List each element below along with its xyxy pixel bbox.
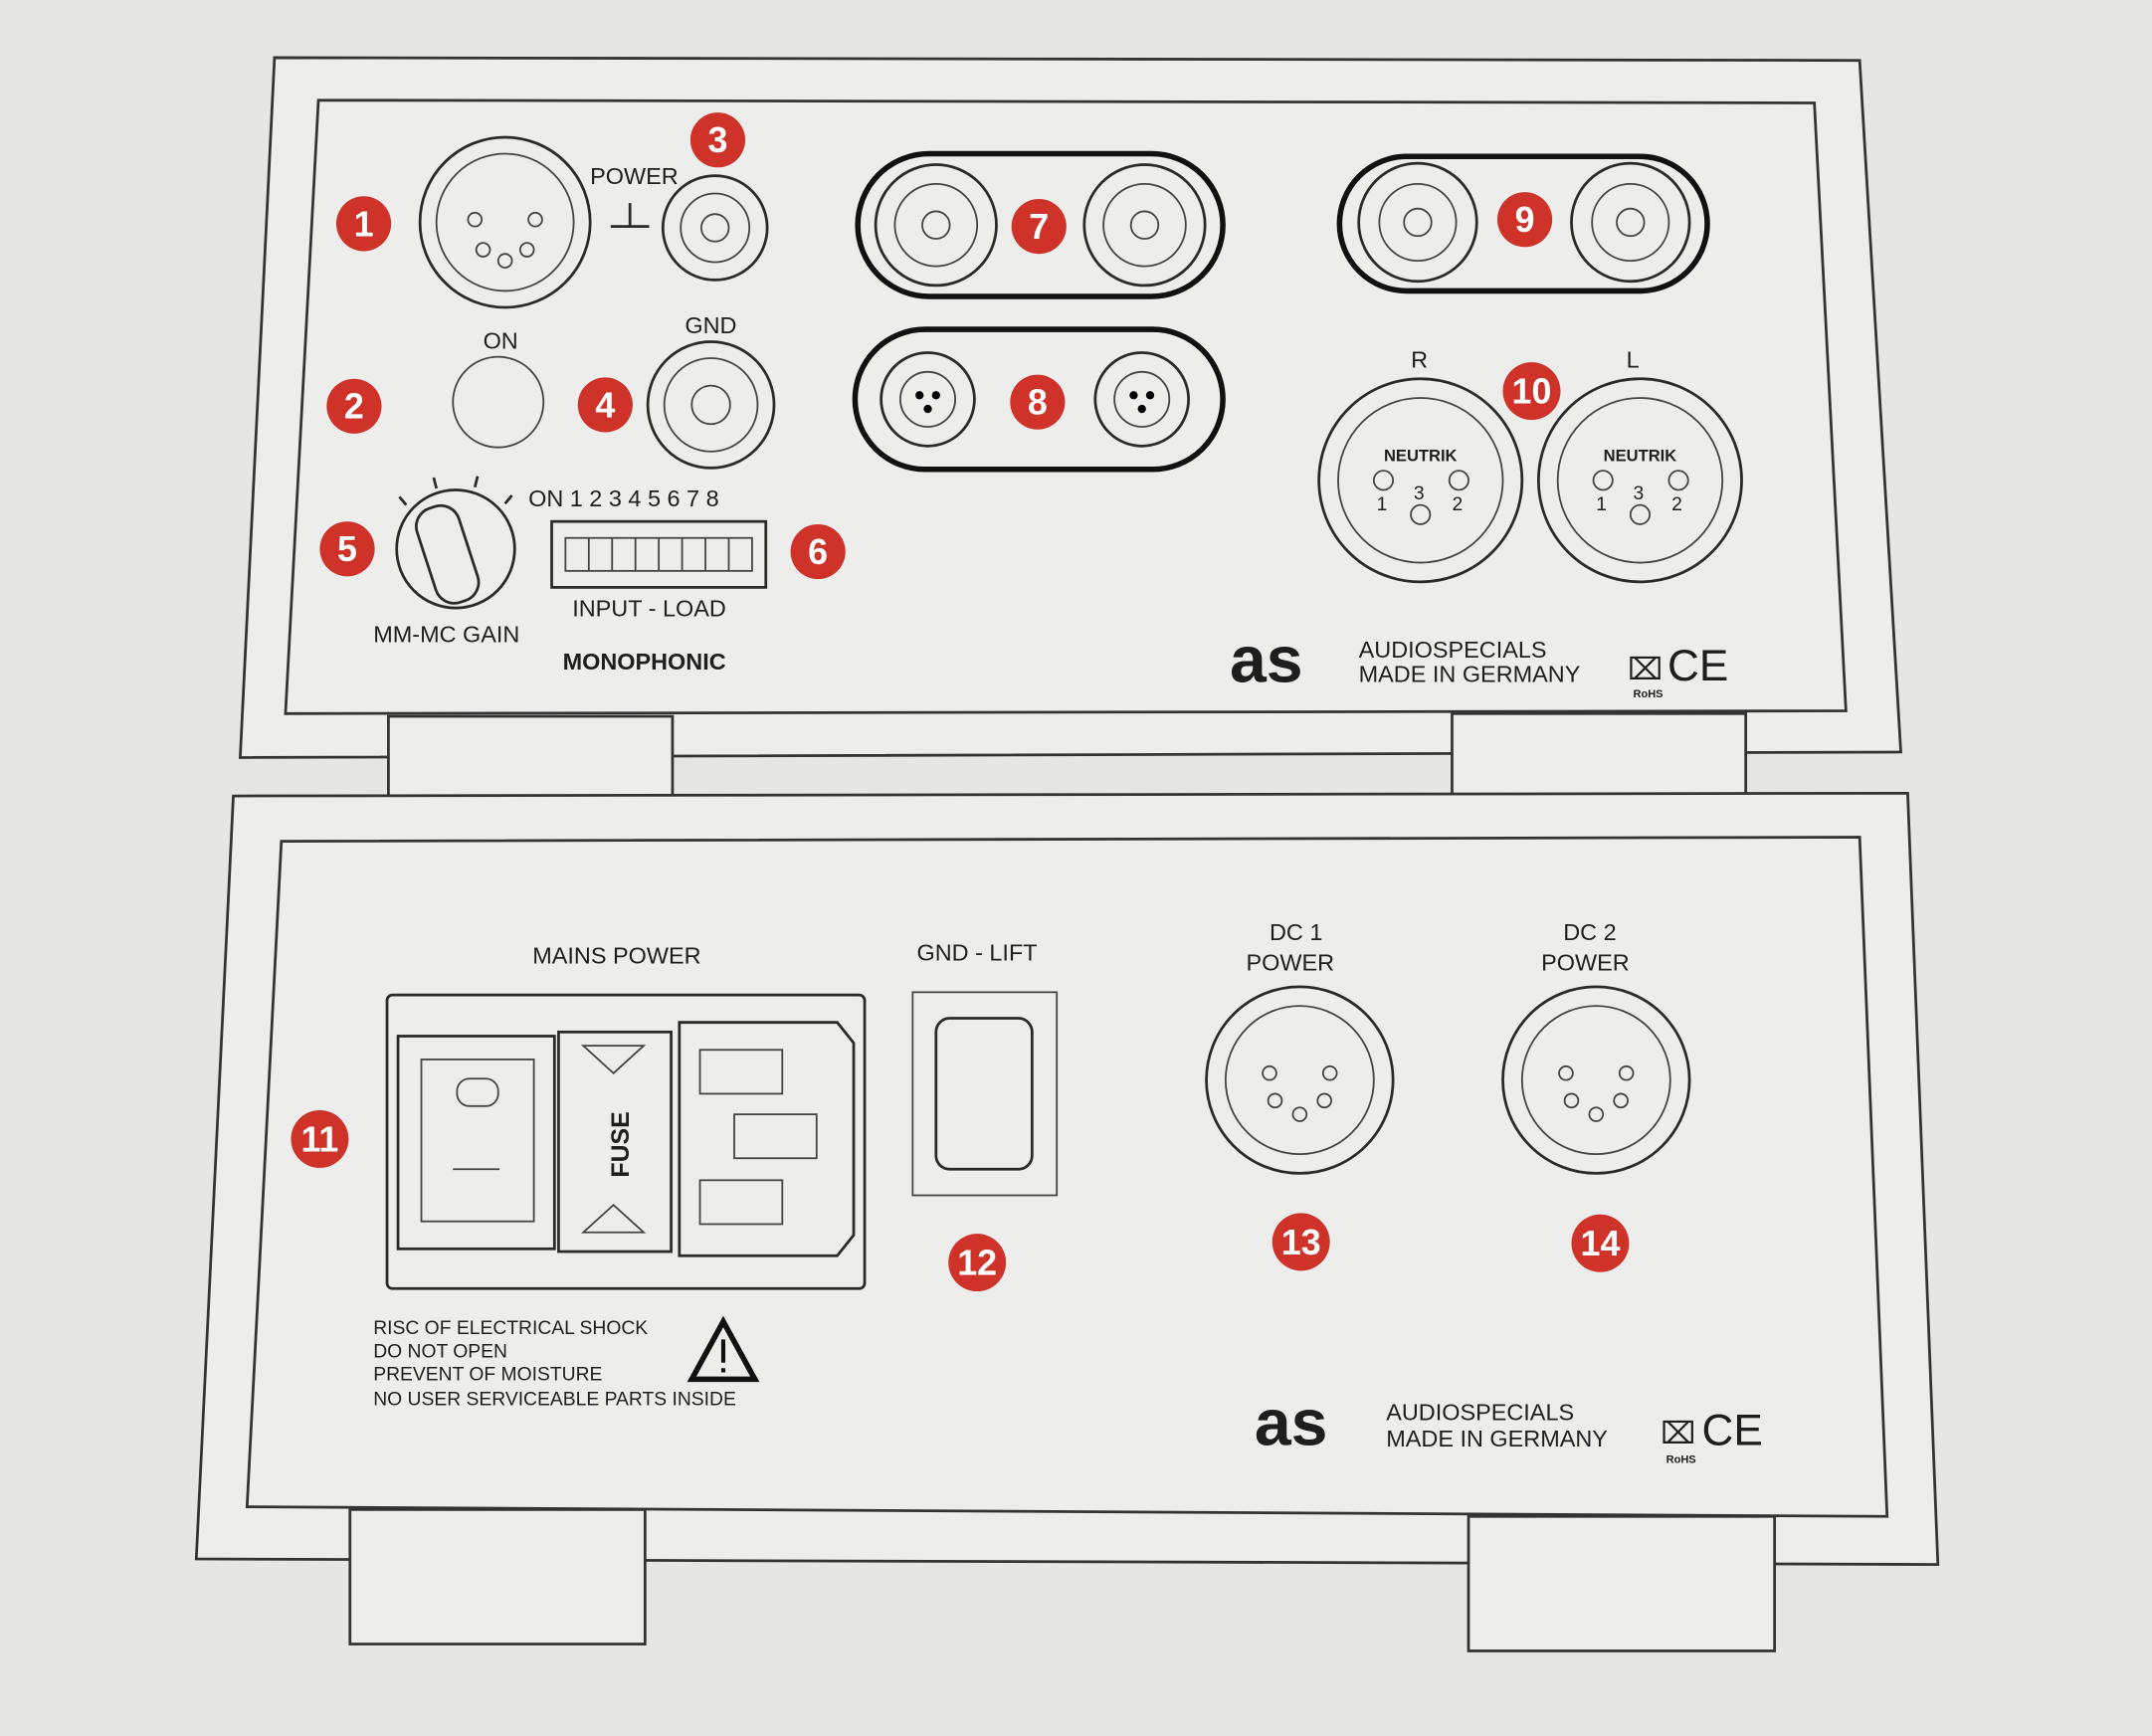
fuse-holder[interactable] — [557, 1030, 673, 1254]
din-power-connector — [418, 135, 592, 309]
dc1-label: DC 1 — [1270, 919, 1322, 945]
svg-text:RoHS: RoHS — [1666, 1453, 1696, 1465]
svg-text:AUDIOSPECIALS: AUDIOSPECIALS — [1386, 1400, 1574, 1426]
as-logo: as — [1230, 624, 1303, 697]
svg-text:DO NOT OPEN: DO NOT OPEN — [373, 1341, 507, 1362]
ground-symbol-icon — [610, 203, 650, 228]
callout-badge-2: 2 — [326, 378, 382, 434]
svg-text:8: 8 — [1028, 383, 1048, 423]
weee-bin-icon: ⌧ — [1661, 1418, 1695, 1450]
weee-bin-icon: ⌧ — [1628, 654, 1663, 686]
on-indicator — [452, 355, 545, 449]
dip-switch[interactable] — [550, 519, 768, 589]
rca-input-pair — [855, 150, 1226, 299]
mains-power-module[interactable]: FUSE — [385, 993, 867, 1290]
power-switch[interactable] — [396, 1035, 556, 1251]
svg-text:5: 5 — [337, 529, 357, 569]
svg-text:1: 1 — [354, 204, 374, 244]
svg-text:9: 9 — [1515, 200, 1535, 240]
callout-badge-6: 6 — [790, 523, 846, 580]
ce-mark: CE — [1667, 642, 1728, 690]
svg-text:10: 10 — [1512, 372, 1552, 412]
warning-triangle-icon — [686, 1315, 760, 1383]
monophonic-label: MONOPHONIC — [563, 649, 726, 675]
svg-text:13: 13 — [1281, 1223, 1321, 1262]
svg-text:6: 6 — [808, 532, 828, 572]
right-label: R — [1411, 347, 1428, 373]
svg-text:MADE IN GERMANY: MADE IN GERMANY — [1359, 662, 1581, 687]
svg-text:PREVENT OF MOISTURE: PREVENT OF MOISTURE — [373, 1365, 602, 1386]
svg-text:3: 3 — [1414, 483, 1425, 504]
svg-text:14: 14 — [1581, 1224, 1621, 1263]
dc1-power-label: POWER — [1247, 949, 1335, 975]
svg-text:1: 1 — [1377, 494, 1388, 515]
left-label: L — [1627, 347, 1640, 373]
callout-badge-10: 10 — [1502, 362, 1561, 421]
power-jack — [661, 174, 769, 282]
callout-badge-11: 11 — [291, 1109, 349, 1168]
svg-text:1: 1 — [1596, 494, 1607, 515]
svg-text:FUSE: FUSE — [608, 1111, 635, 1177]
callout-badge-3: 3 — [689, 112, 746, 168]
on-label: ON — [484, 327, 518, 353]
callout-badge-5: 5 — [319, 521, 375, 577]
brand-block: as AUDIOSPECIALS MADE IN GERMANY ⌧ RoHS … — [1230, 624, 1728, 700]
callout-badge-1: 1 — [335, 196, 392, 252]
svg-text:2: 2 — [344, 387, 364, 427]
gnd-lift-switch[interactable] — [911, 991, 1059, 1197]
iec-inlet[interactable] — [678, 1021, 856, 1257]
power-label: POWER — [590, 163, 679, 189]
svg-text:3: 3 — [707, 120, 727, 160]
svg-text:12: 12 — [957, 1244, 997, 1283]
callout-badge-9: 9 — [1496, 192, 1553, 248]
rca-output-pair — [1336, 153, 1710, 294]
callout-badge-7: 7 — [1011, 199, 1067, 255]
svg-text:NO USER SERVICEABLE PARTS INSI: NO USER SERVICEABLE PARTS INSIDE — [373, 1390, 736, 1411]
dc2-label: DC 2 — [1563, 919, 1616, 945]
dc2-din-connector — [1501, 985, 1691, 1175]
xlr-left-connector: NEUTRIK 1 3 2 — [1536, 377, 1743, 584]
as-logo: as — [1255, 1387, 1328, 1460]
brand-block: as AUDIOSPECIALS MADE IN GERMANY ⌧ RoHS … — [1255, 1387, 1763, 1466]
warning-text: RISC OF ELECTRICAL SHOCK DO NOT OPEN PRE… — [373, 1318, 736, 1411]
dc2-power-label: POWER — [1541, 949, 1630, 975]
svg-text:11: 11 — [300, 1119, 338, 1159]
svg-text:RISC OF ELECTRICAL SHOCK: RISC OF ELECTRICAL SHOCK — [373, 1318, 648, 1339]
svg-text:7: 7 — [1029, 207, 1049, 247]
mains-power-label: MAINS POWER — [532, 942, 700, 968]
bottom-unit: MAINS POWER FUSE GND - LIFT RISC OF ELEC… — [194, 791, 1940, 1652]
gain-rotary-switch[interactable] — [395, 476, 516, 610]
gnd-terminal[interactable] — [646, 340, 776, 470]
ce-mark: CE — [1702, 1407, 1763, 1455]
svg-text:MADE IN GERMANY: MADE IN GERMANY — [1386, 1426, 1608, 1451]
foot — [1467, 1514, 1777, 1652]
gnd-lift-label: GND - LIFT — [916, 940, 1037, 966]
mini-xlr-pair — [852, 326, 1226, 473]
callout-badge-4: 4 — [577, 377, 633, 433]
dip-label: ON 1 2 3 4 5 6 7 8 — [528, 485, 719, 511]
top-unit: POWER ON GND MM-MC GAIN ON 1 2 3 4 5 6 7… — [238, 56, 1903, 837]
callout-badge-14: 14 — [1571, 1214, 1630, 1272]
svg-text:2: 2 — [1671, 494, 1682, 515]
callout-badge-13: 13 — [1272, 1213, 1330, 1271]
svg-text:RoHS: RoHS — [1634, 688, 1663, 700]
svg-text:4: 4 — [595, 385, 615, 425]
svg-text:NEUTRIK: NEUTRIK — [1604, 446, 1677, 465]
gain-label: MM-MC GAIN — [373, 622, 519, 648]
svg-text:AUDIOSPECIALS: AUDIOSPECIALS — [1359, 637, 1547, 663]
foot — [348, 1508, 647, 1645]
xlr-right-connector: NEUTRIK 1 3 2 — [1317, 377, 1524, 584]
input-load-label: INPUT - LOAD — [572, 595, 726, 621]
gnd-label: GND — [685, 312, 736, 338]
dc1-din-connector — [1205, 985, 1395, 1175]
svg-text:3: 3 — [1634, 483, 1645, 504]
callout-badge-8: 8 — [1010, 374, 1066, 430]
svg-text:NEUTRIK: NEUTRIK — [1384, 446, 1458, 465]
callout-badge-12: 12 — [948, 1234, 1007, 1292]
svg-text:2: 2 — [1452, 494, 1463, 515]
